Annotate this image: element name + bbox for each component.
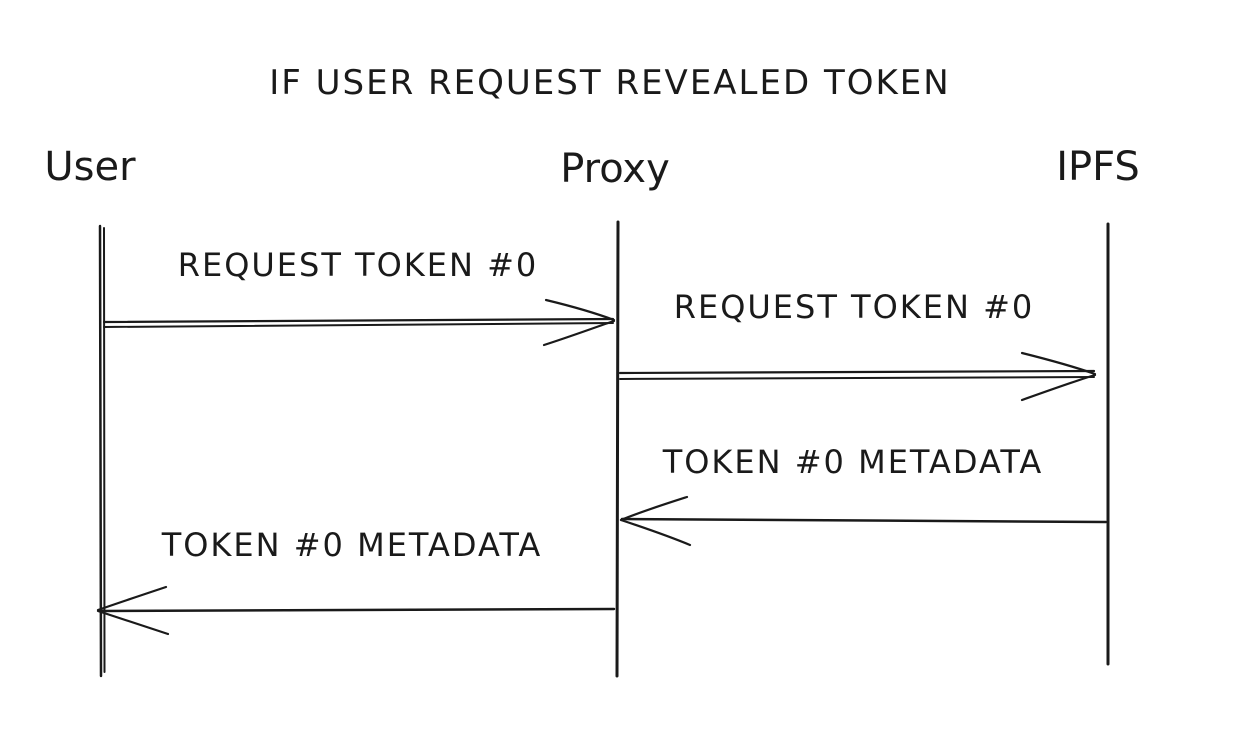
actor-label-proxy: Proxy: [560, 146, 670, 192]
message-arrow-2: [618, 351, 1097, 402]
message-arrow-4: [96, 585, 616, 636]
message-arrow-3: [619, 495, 1108, 547]
lifeline-user: [98, 224, 106, 678]
actor-label-user: User: [44, 144, 136, 190]
message-label-2: REQUEST TOKEN #0: [674, 288, 1035, 326]
message-arrow-1: [102, 298, 616, 347]
diagram-title: IF USER REQUEST REVEALED TOKEN: [269, 63, 950, 103]
lifeline-proxy: [615, 220, 620, 678]
message-label-4: TOKEN #0 METADATA: [161, 526, 543, 564]
message-label-3: TOKEN #0 METADATA: [662, 443, 1044, 481]
actor-label-ipfs: IPFS: [1056, 144, 1140, 190]
message-label-1: REQUEST TOKEN #0: [178, 246, 539, 284]
